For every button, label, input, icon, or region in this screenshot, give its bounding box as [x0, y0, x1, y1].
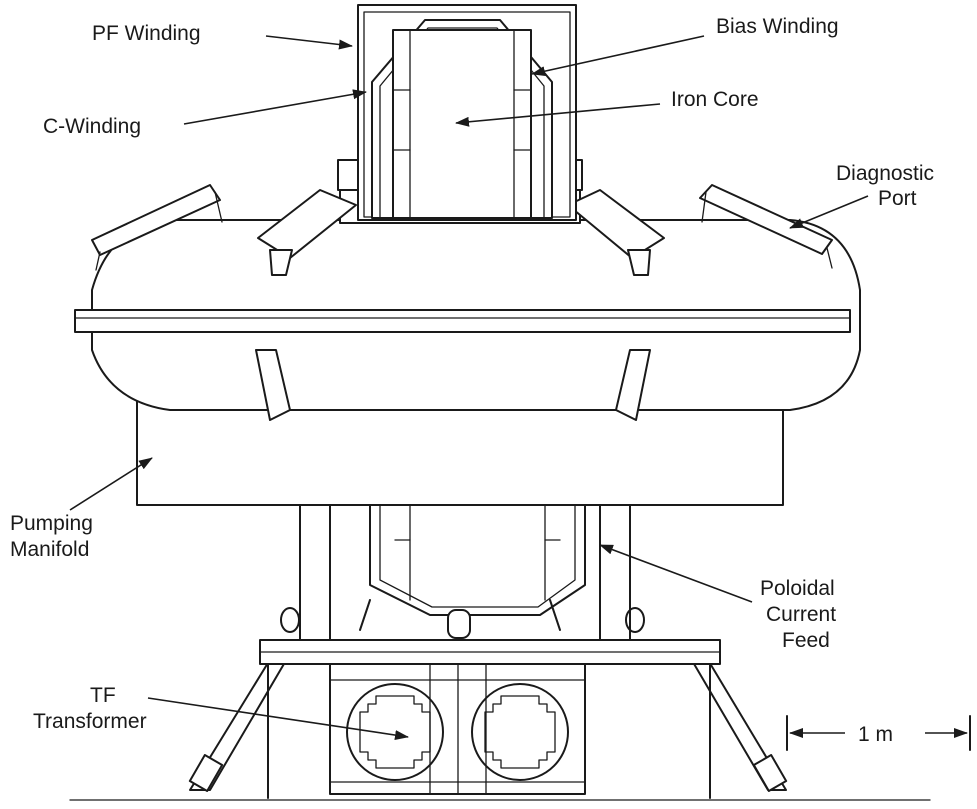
scale-bar-label: 1 m [858, 723, 893, 746]
label-c-winding: C-Winding [43, 115, 141, 138]
label-diagnostic-1: Diagnostic [836, 162, 934, 185]
tf-transformer [329, 663, 586, 795]
label-poloidal-1: Poloidal [760, 577, 835, 600]
label-tf-2: Transformer [33, 710, 147, 733]
support-stand [188, 504, 788, 799]
pumping-manifold [136, 399, 784, 506]
label-tf-1: TF [90, 684, 116, 707]
lower-core [359, 504, 586, 639]
label-pf-winding: PF Winding [92, 22, 201, 45]
label-bias-winding: Bias Winding [716, 15, 839, 38]
label-iron-core: Iron Core [671, 88, 759, 111]
label-pumping-1: Pumping [10, 512, 93, 535]
label-diagnostic-2: Port [878, 187, 917, 210]
label-pumping-2: Manifold [10, 538, 89, 561]
diagnostic-ports [91, 184, 833, 271]
callouts: PF Winding Bias Winding C-Winding Iron C… [10, 15, 934, 741]
label-poloidal-3: Feed [782, 629, 830, 652]
scale-bar: 1 m [786, 715, 971, 751]
vacuum-vessel [74, 219, 861, 421]
label-poloidal-2: Current [766, 603, 836, 626]
